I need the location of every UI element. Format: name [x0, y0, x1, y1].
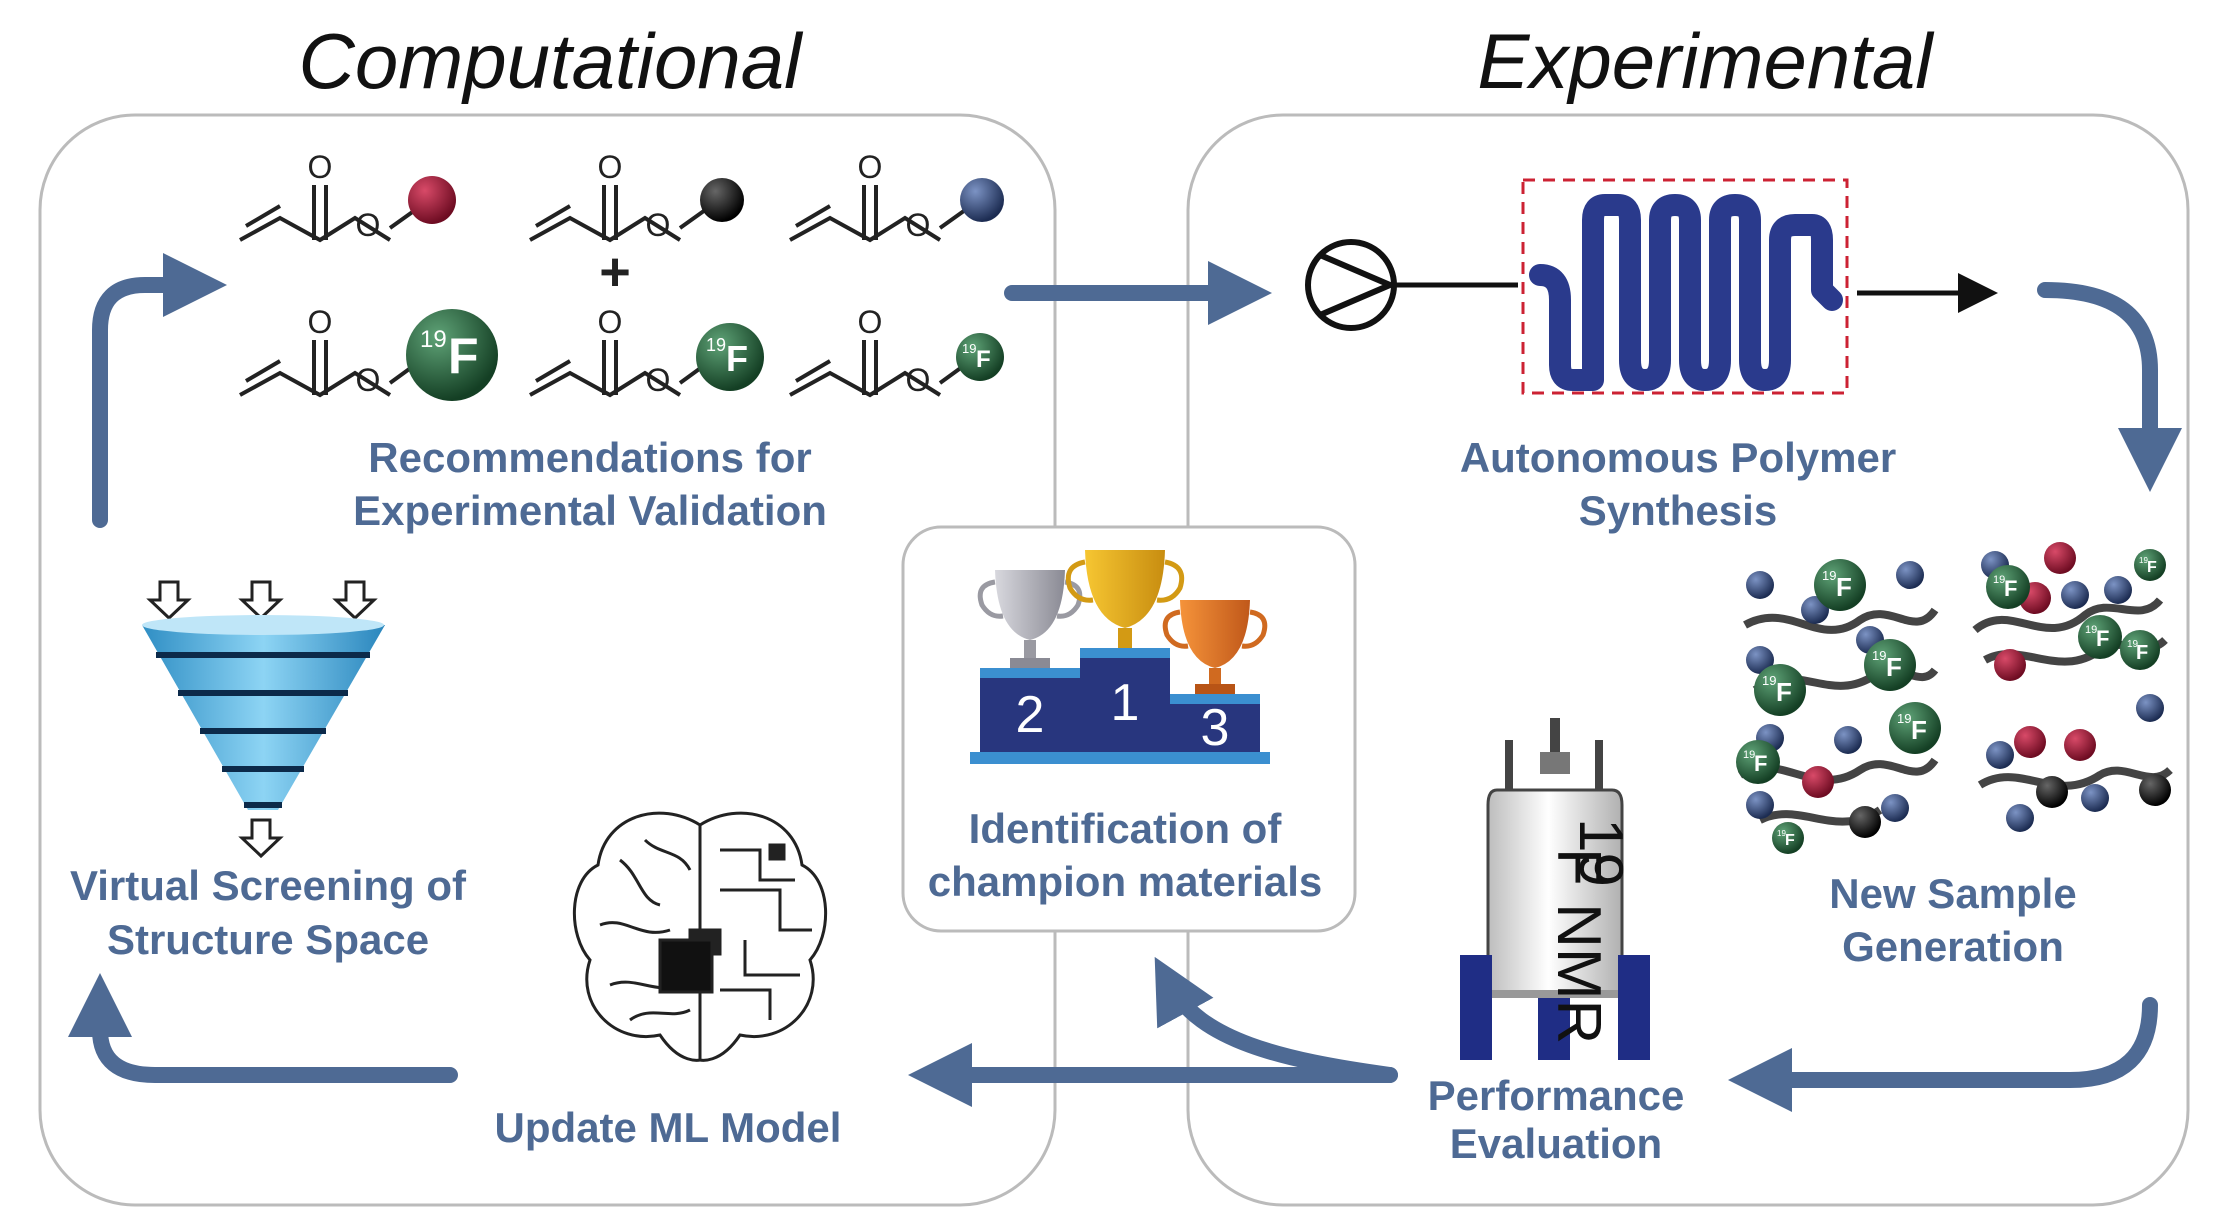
fluorine-mass: 19	[1993, 574, 2005, 586]
fluorine-ball	[956, 333, 1004, 381]
label-update-ml-model: Update ML Model	[495, 1104, 842, 1151]
flow-arrow-to-recommendations	[92, 253, 227, 528]
carbonyl-oxygen: O	[858, 304, 883, 340]
ester-oxygen: O	[356, 207, 381, 243]
fluorine-mass: 19	[962, 341, 976, 356]
carbonyl-oxygen: O	[598, 149, 623, 185]
plus-sign: +	[599, 242, 631, 302]
carbonyl-oxygen: O	[858, 149, 883, 185]
polymer-cluster-1: 19 F 19 F 19 F	[1743, 559, 1939, 716]
fluorine-mass: 19	[1897, 711, 1911, 726]
reactor-box	[1521, 178, 1849, 395]
trophy-bronze	[1162, 600, 1268, 694]
fluorine-symbol: F	[1754, 751, 1767, 776]
flow-arrow-to-virtual-screening	[68, 973, 458, 1083]
flow-reactor-icon	[1529, 194, 1843, 391]
acrylate-blue: O O	[789, 149, 1004, 243]
label-identification-line2: champion materials	[928, 858, 1322, 905]
ester-oxygen: O	[906, 362, 931, 398]
podium-second: 2	[1016, 686, 1045, 744]
substituent-ball	[408, 176, 456, 224]
polymer-samples: 19 F 19 F 19 F 19 F 19 F 19 F	[1736, 542, 2173, 854]
ester-oxygen: O	[356, 362, 381, 398]
fluorine-symbol: F	[726, 338, 748, 379]
label-virtual-screening-line1: Virtual Screening of	[70, 862, 467, 909]
flow-arrow-to-performance	[1728, 997, 2158, 1112]
ester-oxygen: O	[646, 207, 671, 243]
fluorine-mass: 19	[2085, 624, 2097, 636]
flow-arrow-to-new-samples	[2037, 282, 2182, 492]
brain-chip-icon	[573, 811, 827, 1062]
fluorine-symbol: F	[2004, 576, 2017, 601]
fluorine-mass: 19	[1777, 829, 1786, 838]
screening-funnel-icon	[142, 580, 385, 859]
fluorine-mass: 19	[2139, 556, 2148, 565]
fluorine-mass: 19	[420, 326, 447, 353]
fluorine-symbol: F	[1886, 652, 1902, 682]
acrylate-red: O O	[239, 149, 456, 243]
ester-oxygen: O	[906, 207, 931, 243]
nmr-mass: 19	[1566, 818, 1635, 887]
substituent-ball	[700, 178, 744, 222]
polymer-cluster-4	[1977, 694, 2173, 832]
carbonyl-oxygen: O	[308, 304, 333, 340]
fluorine-symbol: F	[1785, 832, 1795, 849]
trophy-silver	[977, 570, 1083, 668]
podium-third: 3	[1201, 699, 1230, 757]
fluorine-mass: 19	[1872, 648, 1886, 663]
fluorine-symbol: F	[448, 328, 479, 384]
heading-computational: Computational	[299, 17, 805, 105]
monomer-set: O O O O O O +	[239, 149, 1004, 401]
label-autonomous-line1: Autonomous Polymer	[1460, 434, 1896, 481]
acrylate-fluoro-large: O O 19 F	[239, 304, 498, 401]
label-recommendations-line2: Experimental Validation	[353, 487, 827, 534]
polymer-cluster-2: 19 F 19 F 19 F 19 F	[1972, 542, 2168, 681]
polymer-cluster-3: 19 F 19 F 19 F	[1736, 702, 1941, 854]
label-identification-line1: Identification of	[969, 805, 1283, 852]
carbonyl-oxygen: O	[308, 149, 333, 185]
label-new-sample-line1: New Sample	[1829, 870, 2076, 917]
fluorine-ball	[406, 309, 498, 401]
fluorine-ball	[696, 323, 764, 391]
acrylate-black: O O	[529, 149, 744, 243]
carbonyl-oxygen: O	[598, 304, 623, 340]
nmr-label: F NMR	[1544, 848, 1613, 1044]
fluorine-symbol: F	[2096, 626, 2109, 651]
podium-first: 1	[1111, 674, 1140, 732]
fluorine-mass: 19	[706, 335, 726, 355]
acrylate-fluoro-small: O O 19 F	[789, 304, 1004, 398]
fluorine-symbol: F	[2147, 559, 2157, 576]
label-performance-line1: Performance	[1428, 1072, 1685, 1119]
fluorine-symbol: F	[976, 346, 991, 373]
fluorine-mass: 19	[1743, 749, 1755, 761]
fluorine-symbol: F	[1836, 572, 1852, 602]
fluorine-symbol: F	[1911, 715, 1927, 745]
label-autonomous-line2: Synthesis	[1579, 487, 1777, 534]
label-virtual-screening-line2: Structure Space	[107, 916, 429, 963]
fluorine-symbol: F	[2136, 642, 2148, 664]
ester-oxygen: O	[646, 362, 671, 398]
fluorine-mass: 19	[2127, 639, 2139, 650]
label-recommendations-line1: Recommendations for	[368, 434, 811, 481]
flow-arrow-to-champions	[1154, 956, 1398, 1083]
nmr-spectrometer-icon: 19 F NMR	[1460, 718, 1650, 1060]
trophy-podium-icon: 2 1 3	[970, 550, 1270, 764]
label-performance-line2: Evaluation	[1450, 1120, 1662, 1167]
fluorine-mass: 19	[1762, 673, 1776, 688]
acrylate-fluoro-medium: O O 19 F	[529, 304, 764, 398]
substituent-ball	[960, 178, 1004, 222]
fluorine-mass: 19	[1822, 568, 1836, 583]
heading-experimental: Experimental	[1477, 17, 1935, 105]
fluorine-symbol: F	[1776, 677, 1792, 707]
pump-icon	[1305, 239, 1398, 331]
label-new-sample-line2: Generation	[1842, 923, 2064, 970]
